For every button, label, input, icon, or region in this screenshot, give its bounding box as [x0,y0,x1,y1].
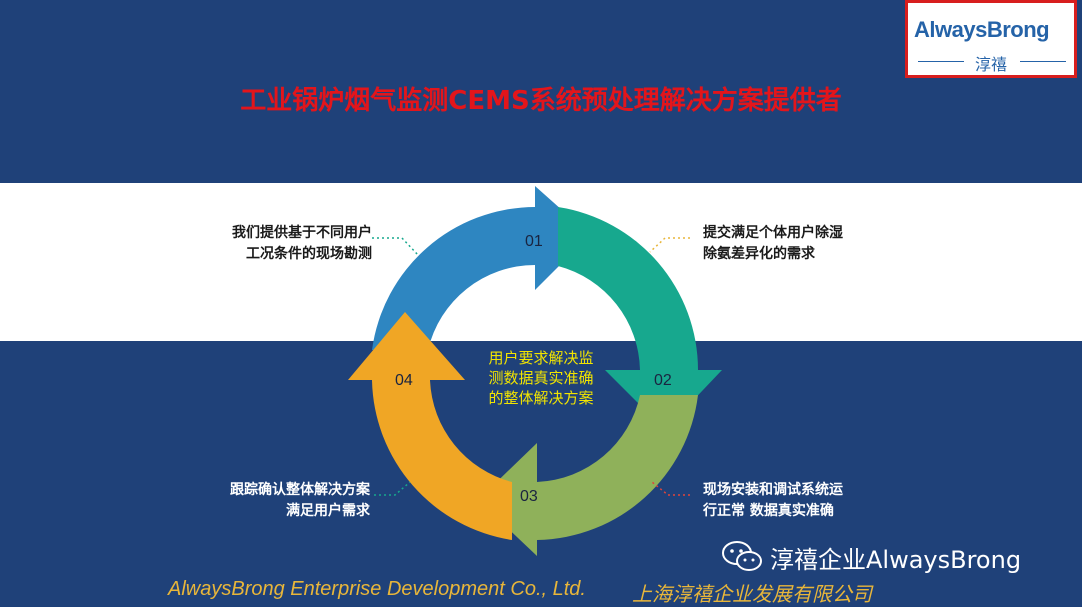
note-top-right: 提交满足个体用户除湿 除氨差异化的需求 [703,223,883,265]
page-title: 工业锅炉烟气监测CEMS系统预处理解决方案提供者 [240,86,842,116]
center-line-3: 的整体解决方案 [488,389,594,407]
logo-line-left [918,61,964,62]
background-bottom [0,341,1082,606]
wechat-account-label: 淳禧企业AlwaysBrong [770,546,1022,574]
connector-bottom-right [651,481,690,496]
step-number-02: 02 [654,372,672,389]
logo-sub: 淳禧 [974,55,1007,74]
note-top-right-line-2: 除氨差异化的需求 [703,246,815,262]
arrow-04 [348,312,512,540]
wechat-icon [722,541,762,571]
note-top-left: 我们提供基于不同用户 工况条件的现场勘测 [200,223,372,265]
background-top [0,0,1082,183]
step-number-03: 03 [520,488,538,505]
note-bottom-right: 现场安装和调试系统运 行正常 数据真实准确 [703,480,883,522]
connector-bottom-left [374,481,411,496]
footer-company-en: AlwaysBrong Enterprise Development Co., … [168,578,586,600]
step-number-01: 01 [525,233,543,250]
note-bottom-right-line-1: 现场安装和调试系统运 [703,482,843,498]
connector-top-right [649,237,690,253]
company-logo: AlwaysBrong 淳禧 [905,0,1077,78]
note-bottom-right-line-2: 行正常 数据真实准确 [703,503,834,519]
arrow-01 [372,186,590,350]
center-line-1: 用户要求解决监 [488,349,594,367]
step-number-04: 04 [395,372,413,389]
logo-brand: AlwaysBrong [914,17,1050,42]
note-top-right-line-1: 提交满足个体用户除湿 [703,225,843,241]
note-bottom-left: 跟踪确认整体解决方案 满足用户需求 [195,480,370,522]
logo-line-right [1020,61,1066,62]
note-top-left-line-1: 我们提供基于不同用户 [232,225,372,241]
arrow-03 [478,395,698,556]
center-line-2: 测数据真实准确 [488,369,594,387]
note-bottom-left-line-2: 满足用户需求 [286,503,370,519]
footer-company-cn: 上海淳禧企业发展有限公司 [632,582,872,606]
note-bottom-left-line-1: 跟踪确认整体解决方案 [230,482,370,498]
arrow-02 [558,207,722,430]
center-text: 用户要求解决监 测数据真实准确 的整体解决方案 [466,348,616,408]
note-top-left-line-2: 工况条件的现场勘测 [246,246,372,262]
connector-top-left [372,237,419,256]
